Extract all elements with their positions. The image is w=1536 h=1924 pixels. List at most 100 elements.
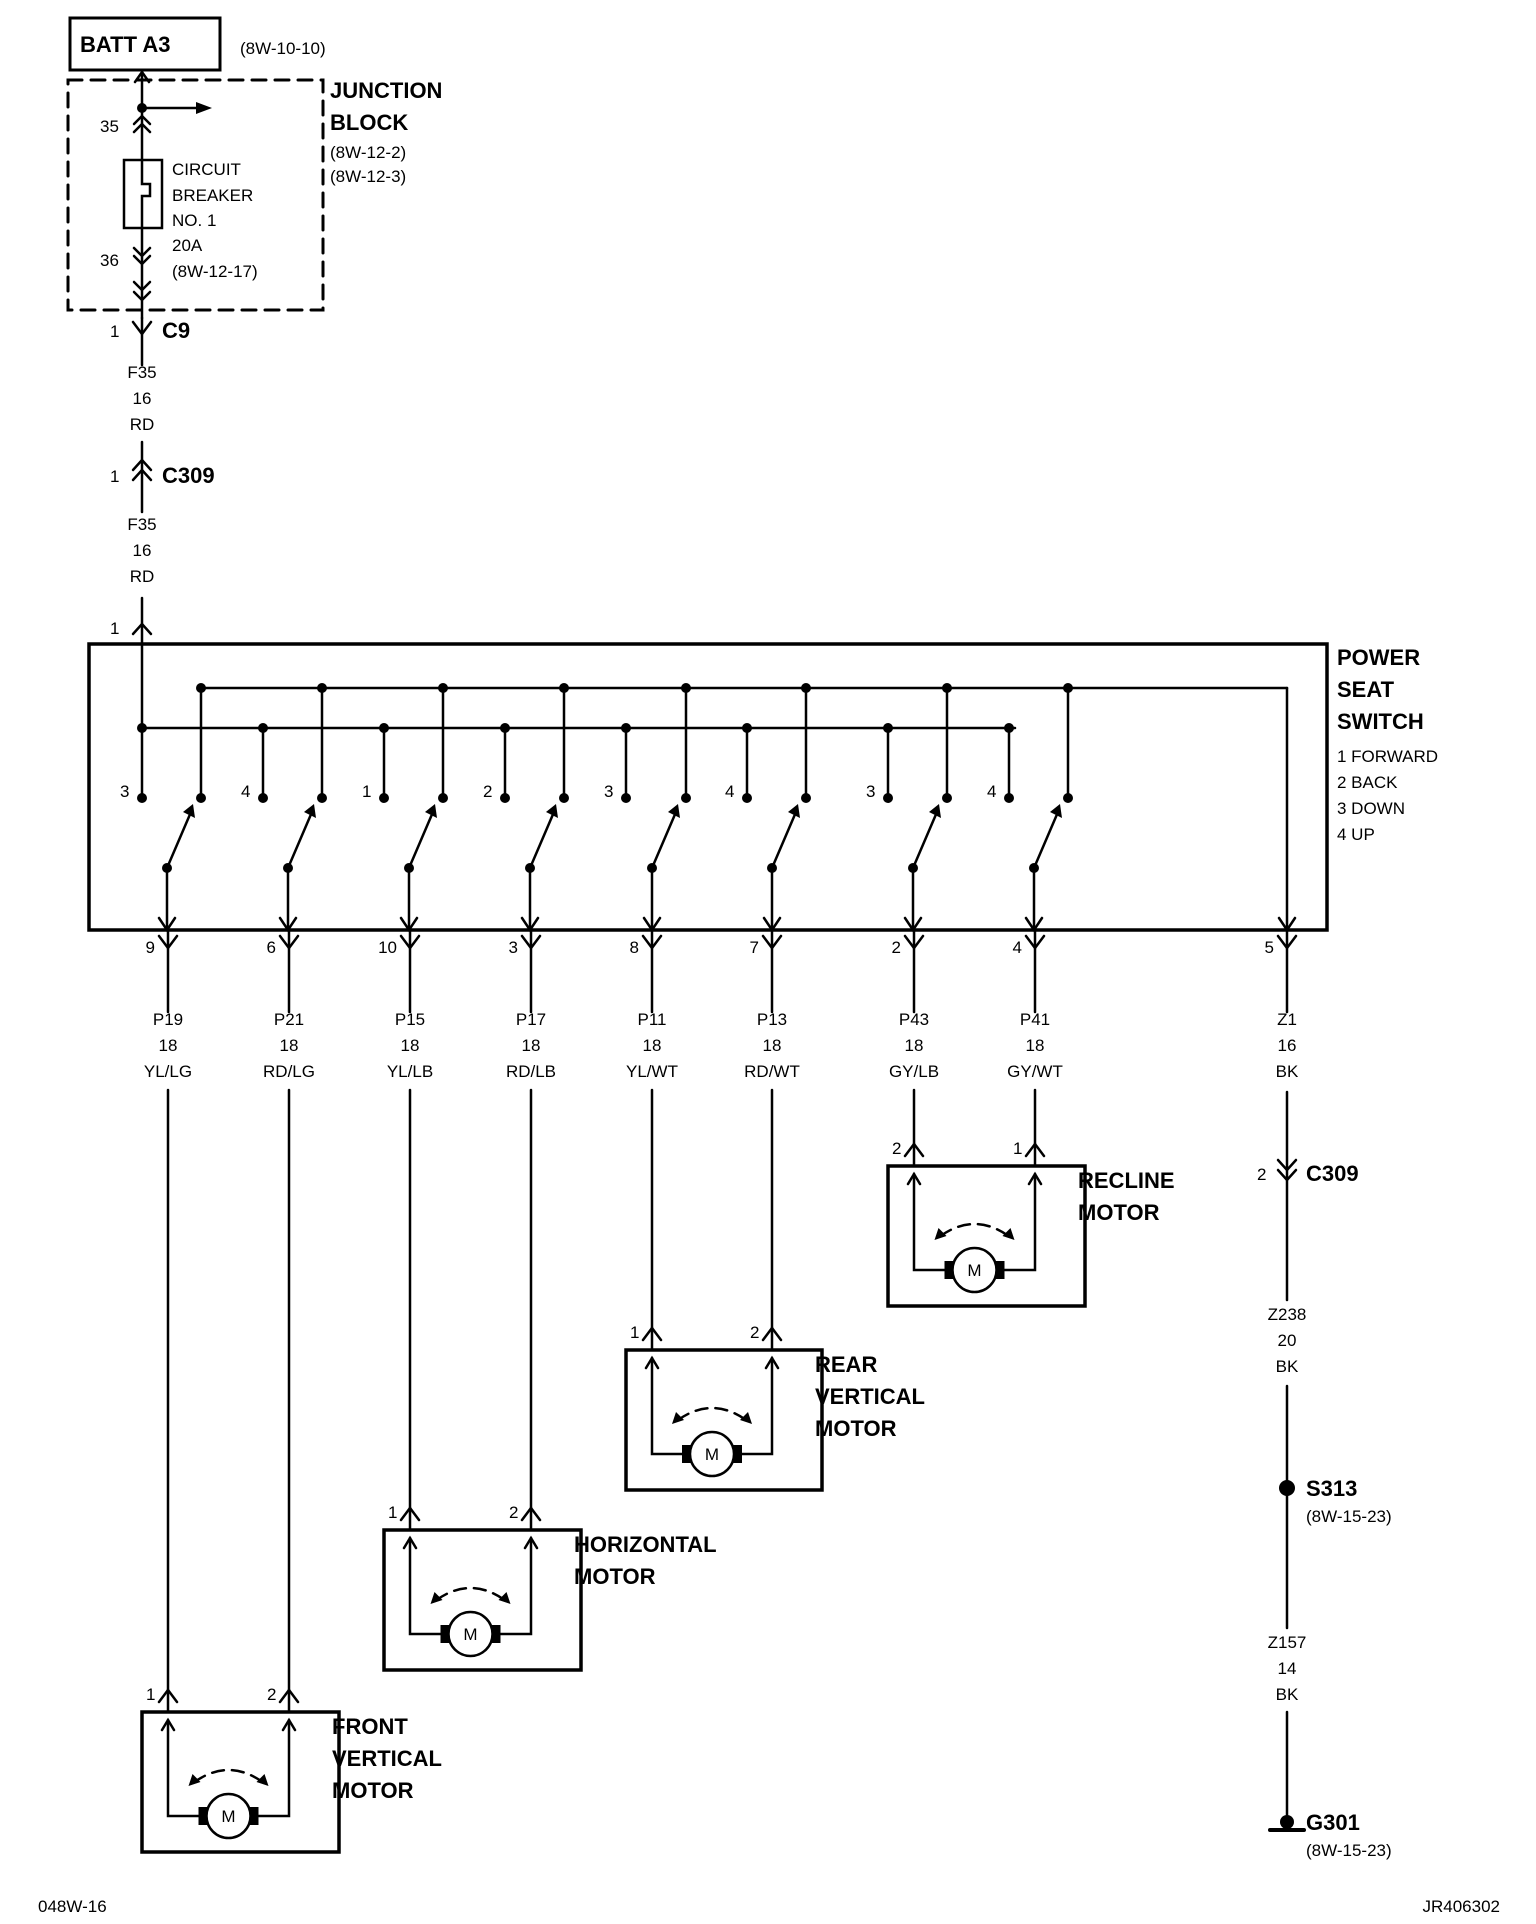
switch-blade [1032,810,1060,870]
wire-gauge: 18 [643,1036,662,1055]
contact-label: 2 [483,782,492,801]
wire-circuit-id: Z1 [1277,1010,1297,1029]
switch-legend-4: 4 UP [1337,825,1375,844]
motor-symbol: M [967,1261,981,1280]
wire-color: GY/WT [1007,1062,1063,1081]
junction-block-title-1: JUNCTION [330,78,442,103]
wire-z238-color: BK [1276,1357,1299,1376]
switch-legend-2: 2 BACK [1337,773,1398,792]
motor-title-line: MOTOR [332,1778,414,1803]
motor-title-line: VERTICAL [332,1746,442,1771]
motor-icon: M [944,1246,1005,1294]
fixed-contact [137,793,147,803]
fixed-contact [258,793,268,803]
wire-gauge: 18 [401,1036,420,1055]
wire-circuit-id: P21 [274,1010,304,1029]
motor-pin-right: 2 [509,1503,518,1522]
junction-block-ref-2: (8W-12-3) [330,167,406,186]
circuit-breaker-icon [122,158,164,230]
switch-contact-pair: 3 [604,683,691,933]
motor-pin-left: 1 [388,1503,397,1522]
motor-symbol: M [705,1445,719,1464]
output-pin-number: 2 [892,938,901,957]
wire-f35-upper-gauge: 16 [133,389,152,408]
switch-title-3: SWITCH [1337,709,1424,734]
footer-left-code: 048W-16 [38,1897,107,1916]
connector-pin-icon [278,934,300,951]
battery-ref: (8W-10-10) [240,39,326,58]
connector-pin-icon [1276,934,1298,951]
wire-z238-circuit: Z238 [1268,1305,1307,1324]
switch-contact-pair: 3 [866,683,952,933]
connector-pin-icon [399,934,421,951]
ground-path: 2 C309 Z238 20 BK S313 (8W-15-23) Z157 1… [1257,1090,1392,1860]
switch-outputs: 9P1918YL/LG6P2118RD/LG10P1518YL/LB3P1718… [144,928,1299,1081]
motor-pin-left: 2 [892,1139,901,1158]
fixed-contact [742,793,752,803]
wire-color: YL/WT [626,1062,678,1081]
switch-contact-pair: 4 [987,683,1073,933]
motor-icon: M [198,1792,259,1840]
breaker-line-3: NO. 1 [172,211,216,230]
junction-block-title-2: BLOCK [330,110,408,135]
splice-label: S313 [1306,1476,1357,1501]
fixed-contact [379,793,389,803]
wire-color: GY/LB [889,1062,939,1081]
switch-blade [407,810,435,870]
switch-title-1: POWER [1337,645,1420,670]
ground-symbol-icon [1268,1815,1306,1832]
ground-label: G301 [1306,1810,1360,1835]
motor-pin-left: 1 [146,1685,155,1704]
switch-contact-pair: 1 [362,683,448,933]
c309-top-label: C309 [162,463,215,488]
rotation-arrows-icon [676,1406,748,1422]
rotation-arrows-icon [939,1222,1010,1238]
ground-ref: (8W-15-23) [1306,1841,1392,1860]
switch-legend-1: 1 FORWARD [1337,747,1438,766]
wire-gauge: 16 [1278,1036,1297,1055]
wire-gauge: 18 [522,1036,541,1055]
battery-label: BATT A3 [80,32,170,57]
wire-circuit-id: P17 [516,1010,546,1029]
breaker-line-4: 20A [172,236,203,255]
output-pin-number: 10 [378,938,397,957]
switch-blade [165,810,193,870]
motor-icon: M [682,1430,742,1478]
c9-pin: 1 [110,322,119,341]
wire-color: RD/LG [263,1062,315,1081]
motor-pin-left: 1 [630,1323,639,1342]
fixed-contact [621,793,631,803]
contact-label: 4 [987,782,996,801]
junction-block: JUNCTION BLOCK (8W-12-2) (8W-12-3) 35 CI… [66,68,442,320]
motor-title-line: MOTOR [574,1564,656,1589]
switch-input-pin: 1 [110,619,119,638]
switch-blade [770,810,798,870]
wire-gauge: 18 [763,1036,782,1055]
wire-z157-color: BK [1276,1685,1299,1704]
battery-source: BATT A3 (8W-10-10) [68,16,326,72]
rotation-arrows-icon [193,1768,264,1784]
switch-title-2: SEAT [1337,677,1395,702]
switch-contact-pair: 4 [241,683,327,933]
wire-gauge: 18 [280,1036,299,1055]
c309-ground-label: C309 [1306,1161,1359,1186]
connector-pin-icon [1024,934,1046,951]
wire-z157-circuit: Z157 [1268,1633,1307,1652]
wire-circuit-id: P11 [638,1010,667,1029]
c9-label: C9 [162,318,190,343]
wire-color: YL/LB [387,1062,433,1081]
output-pin-number: 9 [146,938,155,957]
motor-icon: M [440,1610,501,1658]
wire-f35-lower-color: RD [130,567,155,586]
rotation-arrows-icon [435,1586,506,1602]
motor-title-line: RECLINE [1078,1168,1175,1193]
